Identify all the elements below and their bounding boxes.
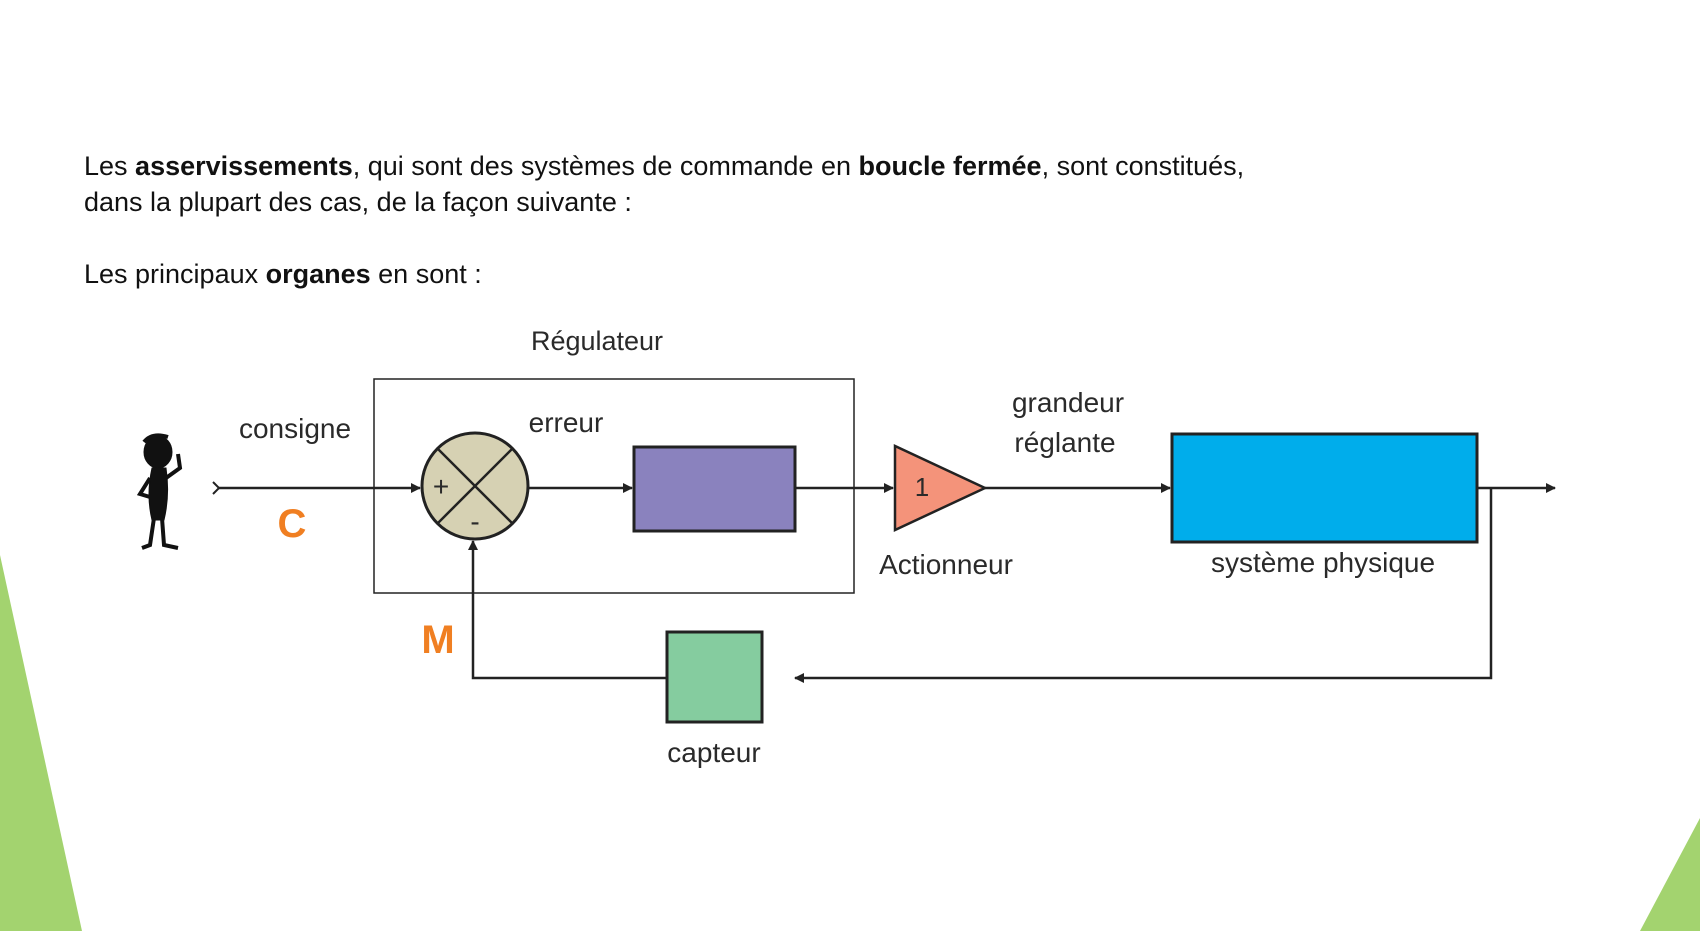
keyword-asservissements: asservissements xyxy=(135,151,353,181)
consigne-symbol: C xyxy=(278,502,307,546)
deco-corner-left xyxy=(0,555,82,931)
grandeur-label-line2: réglante xyxy=(1014,427,1115,458)
comparator-plus: + xyxy=(433,471,449,502)
corrector-block xyxy=(632,445,797,533)
regulateur-label: Régulateur xyxy=(531,326,663,356)
deco-corner-right xyxy=(1640,818,1700,931)
comparator-minus: - xyxy=(470,506,479,537)
feedback-line xyxy=(794,488,1493,683)
system-block xyxy=(1170,432,1479,544)
mesure-symbol: M xyxy=(421,618,454,662)
erreur-label: erreur xyxy=(529,407,604,438)
paragraph-2: Les principaux organes en sont : xyxy=(84,259,482,289)
keyword-organes: organes xyxy=(265,259,371,289)
grandeur-label-line1: grandeur xyxy=(1012,387,1124,418)
measure-line xyxy=(468,540,667,680)
sensor-block xyxy=(665,630,764,724)
actionneur-label: Actionneur xyxy=(879,549,1013,580)
capteur-label: capteur xyxy=(667,737,760,768)
user-figure-icon xyxy=(136,433,183,550)
input-tick xyxy=(212,481,221,495)
consigne-label: consigne xyxy=(239,413,351,444)
paragraph-1: Les asservissements, qui sont des systèm… xyxy=(84,151,1245,217)
gain-value: 1 xyxy=(915,472,929,502)
actuator-block xyxy=(893,444,988,532)
comparator: + - xyxy=(420,431,530,541)
slide-text: Les asservissements, qui sont des systèm… xyxy=(84,148,1584,292)
systeme-label: système physique xyxy=(1211,547,1435,578)
regulateur-frame xyxy=(373,378,855,594)
keyword-boucle-fermee: boucle fermée xyxy=(858,151,1042,181)
